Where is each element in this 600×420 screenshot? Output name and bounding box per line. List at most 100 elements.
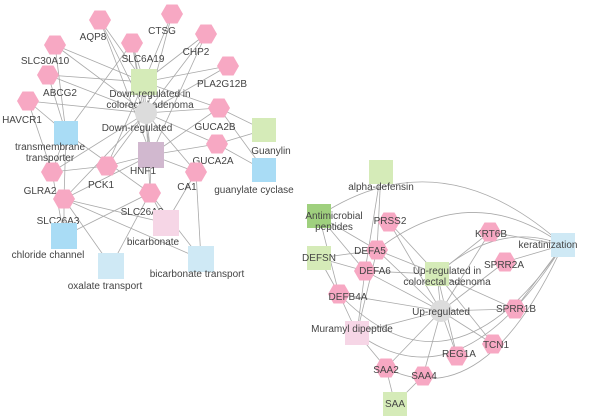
- node-label: SLC26A2: [121, 207, 164, 218]
- node-label: HAVCR1: [2, 115, 42, 126]
- node-label: alpha-defensin: [348, 182, 414, 193]
- term-node-guanylin[interactable]: Guanylin: [251, 118, 291, 157]
- gene-node-prss2[interactable]: PRSS2: [374, 212, 407, 232]
- edge: [356, 310, 442, 334]
- gene-node-guca2b[interactable]: GUCA2B: [194, 98, 236, 134]
- edge: [489, 231, 564, 246]
- gene-node-defa5[interactable]: DEFA5: [354, 240, 388, 260]
- gene-node-slc26a3[interactable]: SLC26A3: [37, 189, 80, 228]
- gene-node-saa4[interactable]: SAA4: [411, 366, 437, 386]
- edge: [145, 112, 218, 145]
- node-label: GLRA2: [24, 186, 57, 197]
- gene-node-havcr1[interactable]: HAVCR1: [2, 91, 42, 127]
- edge: [99, 19, 147, 114]
- term-square: [188, 246, 214, 272]
- node-label: PRSS2: [374, 216, 407, 227]
- term-square: [51, 223, 77, 249]
- node-label: ABCG2: [43, 88, 77, 99]
- node-label: REG1A: [442, 349, 476, 360]
- node-label: AQP8: [80, 32, 107, 43]
- node-label: PLA2G12B: [197, 79, 247, 90]
- gene-hexagon: [479, 222, 501, 242]
- term-square: [54, 121, 78, 145]
- gene-node-defb4a[interactable]: DEFB4A: [328, 284, 368, 304]
- edge: [422, 310, 442, 377]
- node-label: HNF1: [130, 166, 157, 177]
- gene-hexagon: [482, 334, 504, 354]
- node-label: SAA4: [411, 371, 437, 382]
- term-node-guanylate-cyclase[interactable]: guanylate cyclase: [214, 158, 294, 196]
- term-node-chloride-channel[interactable]: chloride channel: [12, 223, 85, 261]
- edge: [27, 100, 53, 173]
- node-label: SPRR1B: [496, 304, 536, 315]
- gene-node-glra2[interactable]: GLRA2: [24, 162, 63, 198]
- edge: [364, 270, 442, 312]
- edge: [145, 65, 229, 114]
- gene-hexagon: [366, 240, 388, 260]
- gene-hexagon: [378, 212, 400, 232]
- gene-hexagon: [195, 24, 217, 44]
- term-square: [307, 246, 331, 270]
- node-label: CHP2: [183, 47, 210, 58]
- gene-node-abcg2[interactable]: ABCG2: [37, 65, 77, 100]
- edge: [106, 81, 145, 167]
- node-label: CA1: [177, 182, 197, 193]
- node-label: SAA: [385, 399, 405, 410]
- term-node-oxalate-transport[interactable]: oxalate transport: [68, 253, 143, 292]
- gene-node-chp2[interactable]: CHP2: [183, 24, 217, 59]
- gene-node-pck1[interactable]: PCK1: [88, 156, 118, 192]
- node-label: bicarbonate transport: [150, 269, 245, 280]
- node-label: SLC26A3: [37, 216, 80, 227]
- gene-node-slc30a10[interactable]: SLC30A10: [21, 35, 70, 68]
- gene-hexagon: [494, 252, 516, 272]
- gene-node-ca1[interactable]: CA1: [177, 162, 207, 194]
- gene-node-slc26a2[interactable]: SLC26A2: [121, 183, 164, 219]
- gene-node-slc6a19[interactable]: SLC6A19: [121, 33, 165, 66]
- term-node-muramyl-dipeptide[interactable]: Muramyl dipeptide: [311, 321, 393, 345]
- term-node-bicarbonate-transport[interactable]: bicarbonate transport: [150, 246, 245, 280]
- term-square: [345, 321, 369, 345]
- term-node-defsn[interactable]: DEFSN: [302, 246, 336, 270]
- node-label: Up-regulated: [412, 307, 470, 318]
- edge: [143, 65, 229, 83]
- gene-node-aqp8[interactable]: AQP8: [80, 10, 111, 44]
- term-node-bicarbonate[interactable]: bicarbonate: [127, 210, 180, 248]
- term-node-down-regulated[interactable]: Down-regulated: [102, 102, 173, 134]
- gene-node-ctsg[interactable]: CTSG: [148, 4, 183, 38]
- gene-node-sprr2a[interactable]: SPRR2A: [484, 252, 524, 272]
- node-label: chloride channel: [12, 250, 85, 261]
- term-node-keratinization[interactable]: keratinization: [519, 233, 578, 257]
- term-square: [98, 253, 124, 279]
- gene-node-krt6b[interactable]: KRT6B: [475, 222, 507, 242]
- term-node-saa[interactable]: SAA: [383, 392, 407, 416]
- gene-hexagon: [96, 156, 118, 176]
- gene-node-saa2[interactable]: SAA2: [373, 358, 399, 378]
- edge-curved: [338, 244, 564, 342]
- term-square: [138, 142, 164, 168]
- term-square: [551, 233, 575, 257]
- term-node-hnf1[interactable]: HNF1: [130, 142, 164, 177]
- node-label: DEFA6: [359, 266, 391, 277]
- gene-node-guca2a[interactable]: GUCA2A: [192, 134, 234, 168]
- edge: [388, 221, 442, 312]
- gene-node-pla2g12b[interactable]: PLA2G12B: [197, 56, 247, 91]
- gene-hexagon: [121, 33, 143, 53]
- gene-hexagon: [53, 189, 75, 209]
- edge: [356, 249, 378, 334]
- edge-curved: [385, 244, 564, 380]
- term-node-alpha-defensin[interactable]: alpha-defensin: [348, 160, 414, 193]
- term-square: [252, 118, 276, 142]
- gene-node-tcn1[interactable]: TCN1: [482, 334, 509, 354]
- edge: [145, 112, 197, 173]
- gene-node-defa6[interactable]: DEFA6: [354, 261, 391, 281]
- gene-hexagon: [354, 261, 376, 281]
- edge-curved: [436, 236, 564, 275]
- gene-node-sprr1b[interactable]: SPRR1B: [496, 299, 536, 319]
- term-node-up-regulated[interactable]: Up-regulated: [412, 300, 470, 322]
- gene-node-reg1a[interactable]: REG1A: [442, 346, 476, 366]
